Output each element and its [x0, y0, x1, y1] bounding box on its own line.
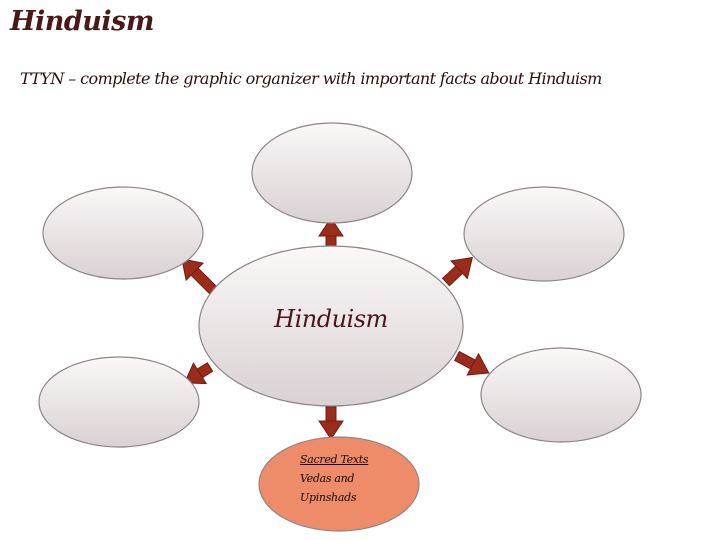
- bubble-upper-left[interactable]: [42, 186, 204, 280]
- center-label: Hinduism: [274, 305, 388, 333]
- bubble-top[interactable]: [251, 122, 413, 224]
- bottom-node-text: Sacred Texts Vedas and Upinshads: [300, 450, 400, 507]
- bubble-lower-left[interactable]: [38, 356, 200, 448]
- bottom-node-line-1: Vedas and: [300, 472, 355, 485]
- arrow-bottom: [318, 406, 344, 440]
- bubble-upper-right[interactable]: [463, 186, 625, 282]
- arrow-upper-right: [441, 256, 473, 287]
- arrow-lower-left: [183, 362, 214, 385]
- bottom-node-heading: Sacred Texts: [300, 453, 369, 466]
- slide-title: Hinduism: [10, 6, 154, 37]
- bubble-lower-right[interactable]: [480, 347, 642, 443]
- bottom-node-line-2: Upinshads: [300, 491, 357, 504]
- arrow-lower-right: [453, 350, 490, 376]
- slide-subtitle: TTYN – complete the graphic organizer wi…: [20, 69, 602, 88]
- center-bubble: [198, 245, 464, 407]
- arrow-upper-left: [181, 258, 218, 295]
- bubble-bottom-sacred-texts[interactable]: [258, 436, 420, 532]
